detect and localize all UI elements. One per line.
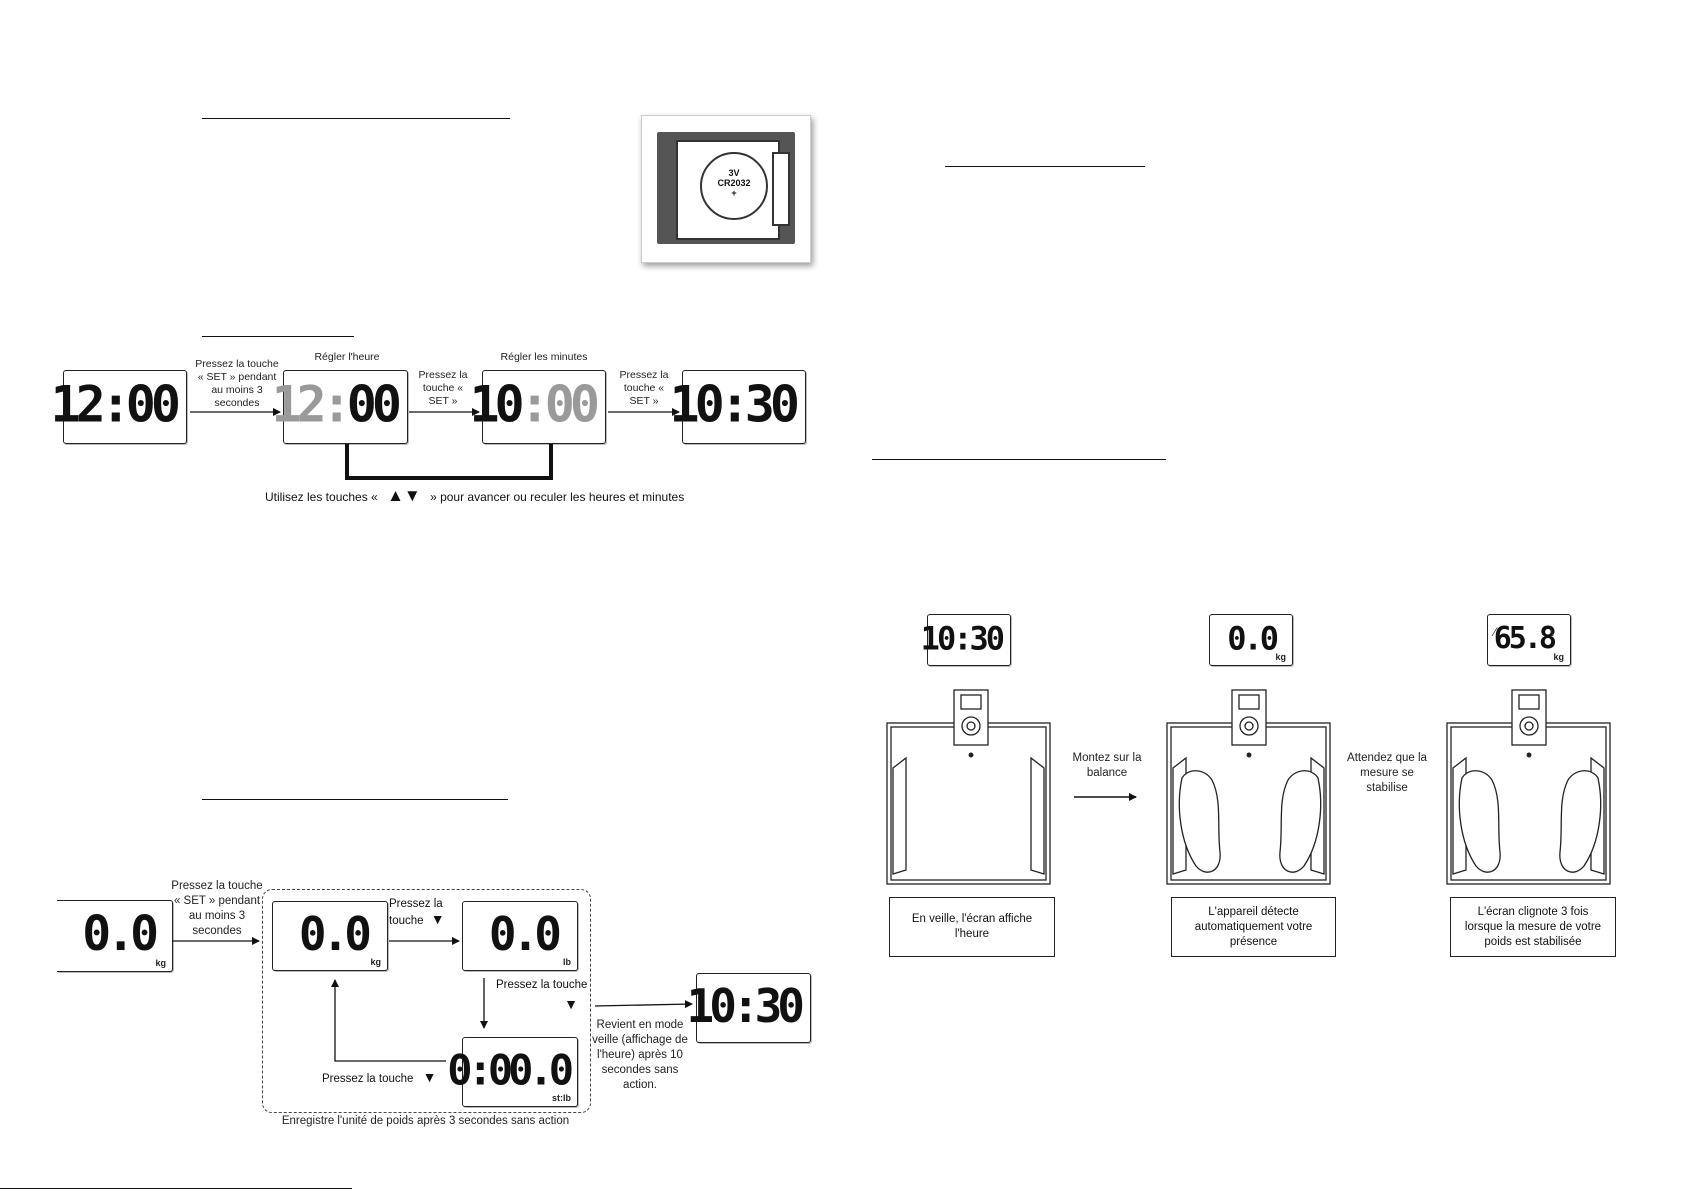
battery-voltage: 3V <box>728 168 740 178</box>
section-heading-rule-unit <box>202 799 508 800</box>
lcd-display-stlb: 0:00.0 st:lb <box>447 1037 578 1107</box>
time-step1-text: Pressez la touche « SET » pendant au moi… <box>195 358 279 409</box>
weigh-caption-3: L'écran clignote 3 fois lorsque la mesur… <box>1450 897 1616 957</box>
press-down-label-3: Pressez la touche ▼ <box>322 1069 437 1086</box>
weigh-lcd-2: 0.0 kg <box>1209 614 1293 666</box>
label-set-minutes: Régler les minutes <box>500 351 588 363</box>
right-foot-icon <box>1279 770 1322 873</box>
right-foot-icon <box>1559 770 1602 873</box>
page-bottom-rule <box>0 1188 352 1189</box>
unit-cycle-group <box>262 889 591 1113</box>
scale-illustration-2 <box>1166 689 1331 885</box>
lcd-display-initial: 12:00 <box>50 370 187 444</box>
lcd-display-hour: 12:00 <box>271 370 408 444</box>
weigh-step2-text: Attendez que la mesure se stabilise <box>1347 752 1427 794</box>
time-step3-text: Pressez la touche « SET » <box>619 369 669 407</box>
battery-cell-icon: 3V CR2032 + <box>700 152 768 220</box>
press-down-label-1: Pressez la touche ▼ <box>389 898 445 927</box>
time-step2-text: Pressez la touche « SET » <box>418 369 468 407</box>
down-triangle-icon: ▼ <box>430 911 445 927</box>
up-triangle-icon: ▲ <box>387 486 404 505</box>
lcd-display-kg: 0.0 kg <box>272 901 388 971</box>
down-triangle-icon: ▼ <box>422 1069 437 1085</box>
blink-rays-icon: ⁄ <box>1494 625 1497 639</box>
lcd-minutes: 00 <box>346 375 402 434</box>
arrow-keys-instruction: Utilisez les touches « ▲▼ » pour avancer… <box>265 486 685 505</box>
battery-sign: + <box>731 188 737 198</box>
left-foot-icon <box>1458 770 1501 873</box>
left-foot-icon <box>1178 770 1221 873</box>
down-triangle-icon: ▼ <box>564 996 578 1012</box>
weigh-step1-text: Montez sur la balance <box>1072 752 1142 779</box>
battery-compartment-image: 3V CR2032 + <box>641 115 811 263</box>
lcd-minutes-blinking: 00 <box>544 375 600 434</box>
lcd-display-final: 10:30 <box>669 370 806 444</box>
lcd-display-minutes: 10:00 <box>469 370 606 444</box>
scale-illustration-1 <box>886 689 1051 885</box>
section-heading-rule-right-2 <box>872 459 1166 460</box>
lcd-value: 10:30 <box>669 375 799 434</box>
scale-illustration-3 <box>1446 689 1611 885</box>
press-down-label-2: Pressez la touche ▼ <box>496 979 588 1012</box>
lcd-display-lb: 0.0 lb <box>462 901 578 971</box>
unit-step1-text: Pressez la touche « SET » pendant au moi… <box>171 880 263 937</box>
weigh-caption-1: En veille, l'écran affiche l'heure <box>889 897 1055 957</box>
save-unit-text: Enregistre l'unité de poids après 3 seco… <box>281 1115 570 1127</box>
battery-model: CR2032 <box>717 178 751 188</box>
section-heading-rule-time <box>202 336 354 337</box>
lcd-hour: 10 <box>469 375 524 434</box>
lcd-display-unit-start: 0.0 kg <box>57 900 173 972</box>
weigh-lcd-1: 10:30 <box>921 614 1011 666</box>
lcd-display-unit-end: 10:30 <box>687 973 811 1043</box>
lcd-hour-blinking: 12 <box>271 375 326 434</box>
section-heading-rule-right-1 <box>945 166 1145 167</box>
return-standby-text: Revient en mode veille (affichage de l'h… <box>592 1019 688 1091</box>
blink-rays-icon: \ <box>1550 625 1554 639</box>
lcd-value: 12:00 <box>50 375 180 434</box>
label-set-hour: Régler l'heure <box>314 351 380 363</box>
section-heading-rule-battery <box>202 118 510 119</box>
weigh-lcd-3: 65.8 kg ⁄ \ <box>1487 614 1571 666</box>
weigh-caption-2: L'appareil détecte automatiquement votre… <box>1171 897 1336 957</box>
down-triangle-icon: ▼ <box>403 486 421 505</box>
